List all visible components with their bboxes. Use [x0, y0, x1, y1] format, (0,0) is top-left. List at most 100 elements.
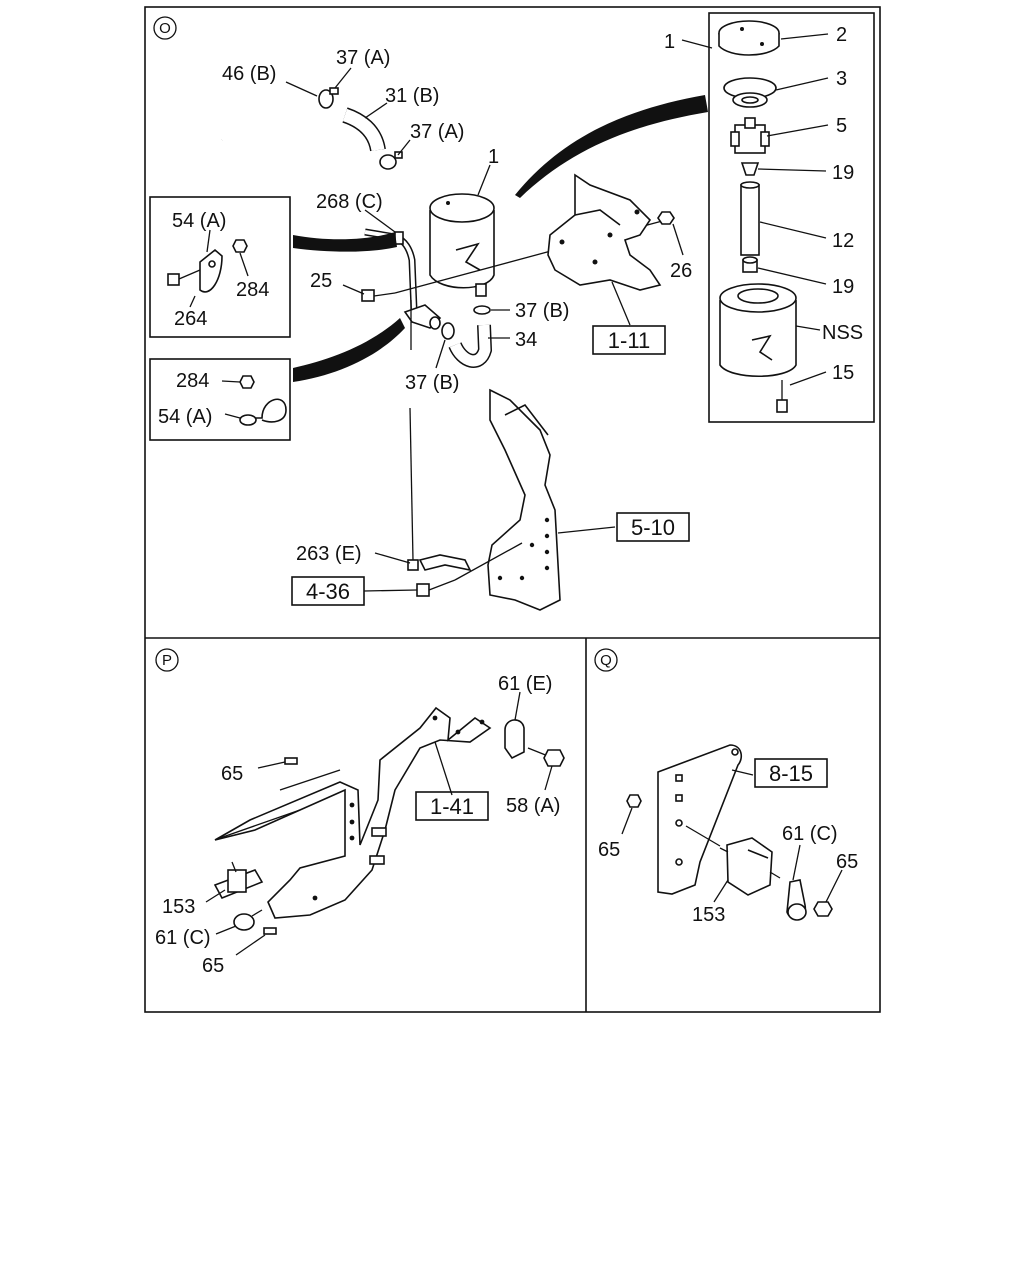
section-marker-p: P: [155, 648, 179, 672]
clip-263e: [407, 554, 472, 572]
label-65-right-q: 65: [836, 851, 858, 873]
label-37a-top: 37 (A): [336, 47, 390, 69]
bracket-1-11: [547, 173, 662, 291]
label-2: 2: [836, 24, 847, 46]
bolt-58a: [527, 747, 565, 767]
grommet-bottom: [742, 256, 758, 273]
reservoir-seal: [723, 77, 777, 108]
clamp-inset-b: [149, 358, 291, 441]
reservoir-cap: [718, 20, 780, 56]
bracket-8-15: [657, 744, 743, 895]
nut-284-inset-b: [239, 375, 255, 389]
section-o-leader-lines: [285, 67, 684, 592]
inset-a-arrow: [293, 232, 397, 252]
kit-leader-lines: [681, 33, 829, 386]
label-54a-inset-a: 54 (A): [172, 210, 226, 232]
hose-46b: [219, 85, 316, 143]
frame-member-5-10: [487, 388, 561, 611]
inset-b-arrow: [293, 318, 405, 382]
label-26: 26: [670, 260, 692, 282]
label-268c: 268 (C): [316, 191, 383, 213]
diagram-border: [144, 6, 881, 1013]
label-65-top-p: 65: [221, 763, 243, 785]
label-61c-q: 61 (C): [782, 823, 838, 845]
leader-284-a: [239, 252, 249, 277]
bolt-264: [167, 269, 201, 286]
label-5: 5: [836, 115, 847, 137]
reservoir-kit-inset: [708, 12, 875, 423]
stud-65-bottom: [263, 927, 277, 935]
label-284-inset-a: 284: [236, 279, 269, 301]
clamp-37a-top: [318, 87, 339, 109]
svg-text:5-10: 5-10: [631, 515, 675, 540]
filter-tube: [740, 181, 760, 256]
section-marker-o: O: [153, 16, 177, 40]
clamp-37b-left: [441, 322, 455, 340]
label-61c-p: 61 (C): [155, 927, 211, 949]
label-264: 264: [174, 308, 207, 330]
label-65-left-q: 65: [598, 839, 620, 861]
clamp-61c-section-p: [233, 909, 263, 931]
label-34: 34: [515, 329, 537, 351]
svg-text:Q: Q: [600, 652, 612, 669]
label-37b-left: 37 (B): [405, 372, 459, 394]
label-54a-inset-b: 54 (A): [158, 406, 212, 428]
label-65-bottom-p: 65: [202, 955, 224, 977]
bolt-25: [361, 289, 396, 302]
nut-284-inset-a: [232, 239, 248, 253]
section-p-leader-lines: [205, 691, 553, 956]
label-61e: 61 (E): [498, 673, 552, 695]
svg-text:P: P: [162, 652, 172, 669]
label-37b-right: 37 (B): [515, 300, 569, 322]
label-37a-mid: 37 (A): [410, 121, 464, 143]
clamp-61c-section-q: [786, 879, 807, 921]
label-1-kit: 1: [664, 31, 675, 53]
svg-text:O: O: [159, 20, 171, 37]
stud-65-top: [284, 757, 298, 765]
clamp-54a-inset-b: [239, 398, 287, 426]
mount-153-section-q: [719, 837, 781, 896]
svg-text:1-11: 1-11: [608, 328, 650, 353]
label-46b: 46 (B): [222, 63, 276, 85]
leader-264: [189, 295, 196, 308]
label-15: 15: [832, 362, 854, 384]
leader-284-b: [221, 380, 241, 383]
label-nss: NSS: [822, 322, 863, 344]
bracket-1-41: [214, 706, 492, 919]
svg-text:1-41: 1-41: [430, 794, 474, 819]
hose-31b: [342, 107, 386, 152]
section-p-axis-line: [219, 809, 301, 839]
hose-34: [448, 324, 493, 368]
nut-65-left-q: [626, 794, 642, 808]
ref-box-8-15: 8-15: [754, 758, 828, 788]
bolt-4-36-axis: [454, 542, 523, 581]
reservoir-body-nss: [719, 283, 797, 378]
nut-26: [657, 211, 675, 225]
grommet-top: [740, 162, 760, 176]
mount-bracket-fitting: [403, 304, 442, 330]
label-1-tank: 1: [488, 146, 499, 168]
clamp-61e: [504, 719, 525, 760]
clip-axis-line: [409, 407, 414, 561]
label-12: 12: [832, 230, 854, 252]
label-284-inset-b: 284: [176, 370, 209, 392]
label-153-q: 153: [692, 904, 725, 926]
label-25: 25: [310, 270, 332, 292]
label-31b: 31 (B): [385, 85, 439, 107]
svg-text:8-15: 8-15: [769, 761, 813, 786]
ref-box-5-10: 5-10: [616, 512, 690, 542]
reservoir-tank: [429, 193, 495, 297]
ref-box-4-36: 4-36: [291, 576, 365, 606]
clamp-37a-mid: [379, 151, 403, 170]
small-fitting: [776, 380, 788, 413]
filter-holder: [730, 117, 770, 154]
section-q-axis-line: [685, 825, 721, 847]
label-153-p: 153: [162, 896, 195, 918]
nut-65-right-q: [813, 901, 833, 917]
clamp-inset-a: [149, 196, 291, 338]
kit-leader-arrow: [515, 95, 708, 198]
ref-box-1-11: 1-11: [592, 325, 666, 355]
ref-box-1-41: 1-41: [415, 791, 489, 821]
bolt-4-36: [416, 579, 456, 597]
